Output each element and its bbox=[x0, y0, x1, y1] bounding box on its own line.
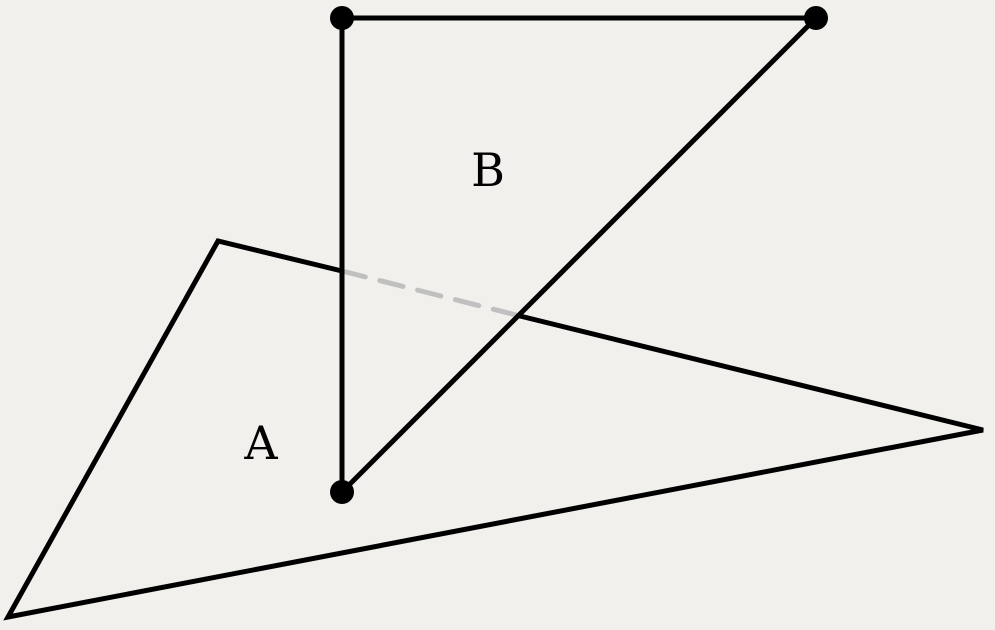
vertex-b-top-left bbox=[330, 6, 354, 30]
triangle-a-hidden-edge bbox=[339, 268, 523, 319]
label-b: B bbox=[471, 143, 505, 197]
vertex-b-bottom bbox=[330, 480, 354, 504]
triangle-b bbox=[339, 15, 823, 499]
vertex-b-top-right bbox=[804, 6, 828, 30]
label-a: A bbox=[243, 416, 278, 470]
triangle-a-edge-left bbox=[3, 238, 984, 621]
